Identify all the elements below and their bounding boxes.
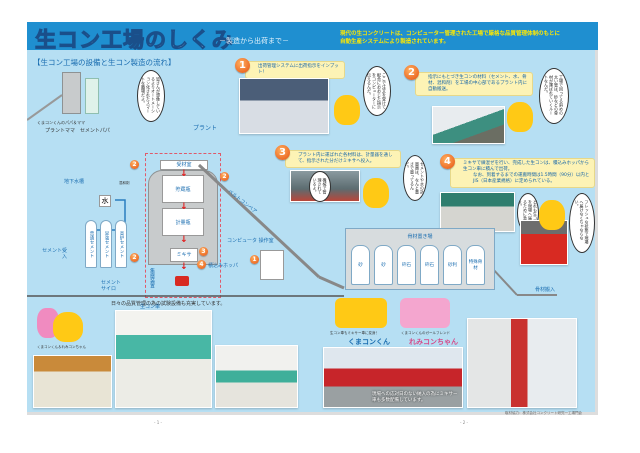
step3-badge: 3	[275, 145, 290, 160]
silo-conveyor	[27, 94, 63, 121]
test-equipment-caption: 日々の品質管理の為の試験設備も充実しています。	[111, 301, 226, 307]
cement-silo-label: セメントサイロ	[101, 280, 121, 292]
belt-conveyor-line	[318, 275, 345, 290]
test-equipment-photo	[115, 310, 212, 408]
trucks-caption: 現場への応対日のない納入の為にミキサー車も多数配備しています。	[372, 392, 458, 403]
remicon-caption: くまコンくんのガールフレンド	[401, 331, 450, 335]
mascots-caption: くまコンくん＆れみコンちゃん	[37, 345, 86, 349]
plant-boundary	[145, 153, 221, 298]
loading-photo	[440, 192, 515, 232]
step2-marker: 2	[220, 172, 229, 181]
cement-silos: 普通セメント 早強セメント 高炉セメント	[85, 220, 127, 268]
step2-marker: 2	[130, 160, 139, 169]
remicon-mixer-mascot	[400, 298, 450, 328]
step2-marker: 2	[130, 253, 139, 262]
aggregate-bin: 特殊骨材	[466, 245, 485, 285]
trucks-photo	[323, 347, 463, 408]
step4-caption: ミキサで練混ぜを行い、完成した生コンは、積込みホッパから生コン車に積んで出荷。な…	[450, 158, 595, 188]
diagram-lines	[27, 94, 557, 297]
flow-arrow-icon: ↓	[180, 262, 188, 272]
intro-line: 自動生産システムにより製造されています。	[340, 39, 450, 45]
cement-papa-label: セメントパパ	[80, 128, 110, 134]
plant-photo	[467, 318, 577, 408]
groundwater-label: 地下水槽	[64, 179, 85, 185]
aggregate-bin: 砕石	[397, 245, 416, 285]
truck-icon	[175, 276, 189, 286]
speech-bubble: セメントや水の計量器は、なんと重さで量ってるんだ。	[403, 155, 427, 201]
mascot-kumacon	[539, 200, 565, 230]
caption-text: ミキサで練混ぜを行い、完成した生コンは、積込みホッパから生コン車に積んで出荷。	[463, 161, 589, 172]
plant-mama-figure	[62, 72, 81, 114]
mascot-kumacon	[363, 178, 389, 208]
flow-arrow-icon: ↓	[180, 169, 188, 179]
speech-bubble: 機械で管理されているよ。	[309, 171, 331, 202]
page-number: - 1 -	[154, 420, 162, 425]
aggregate-bin: 砂	[351, 245, 370, 285]
control-room-photo	[239, 78, 329, 134]
aggregate-bins: 砂 砂 砕石 砕石 砂利 特殊骨材	[351, 245, 494, 285]
flow-arrow-icon: ↓	[180, 202, 188, 212]
hopper-label: 積込みホッパ	[208, 263, 239, 269]
flow-arrow-icon: ↓	[180, 235, 188, 245]
step1-marker: 1	[250, 255, 259, 264]
receiving-room: 受材室	[160, 160, 208, 170]
mascot-kumacon	[507, 102, 533, 132]
cement-intake-label: セメント受入	[42, 248, 67, 260]
plant-mama-label: プラントママ	[45, 128, 76, 134]
parents-caption: くまコンくんのパパ＆ママ	[37, 120, 85, 125]
page-subtitle: －製造から出荷まで－	[219, 37, 289, 45]
mixer: ミキサ	[170, 248, 198, 262]
control-room-building	[260, 250, 284, 280]
truck-label: 生コン車	[140, 304, 161, 310]
kumacon-name: くまコンくん	[348, 338, 390, 346]
test-equipment-photo	[215, 345, 298, 408]
cement-silo: 早強セメント	[100, 220, 112, 268]
cement-silo: 高炉セメント	[115, 220, 127, 268]
speech-bubble: 皆さんが想像しているよりオートメーション化されたスマートな職場だよ。	[137, 70, 165, 122]
page-number: - 2 -	[460, 420, 468, 425]
speech-bubble: ここで注文を受けて配合におおじた指示をコンピューターに伝えるんだ。	[363, 66, 391, 116]
aggregate-bin: 砂	[374, 245, 393, 285]
section-title: 【生コン工場の設備と生コン製造の流れ】	[33, 58, 176, 67]
aggregate-bin: 砂利	[443, 245, 462, 285]
storage-bin: 貯蔵瓶	[162, 175, 204, 203]
kumacon-caption: 生コン車もミキサー車に変身！	[330, 331, 379, 335]
cement-papa-figure	[85, 78, 99, 114]
belt-conveyor-line	[197, 163, 321, 279]
credit-text: 取材協力：株式会社コンクリート研究一工場門倉	[505, 411, 582, 415]
remicon-name: れみコンちゃん	[409, 338, 458, 346]
conveyor-photo	[432, 106, 505, 144]
dust-collector-label: 集塵装置	[149, 268, 155, 288]
speech-bubble: フレッシュな状態で現場へ届けなくちゃならない。	[569, 193, 595, 253]
mascot-kumacon	[334, 95, 360, 125]
kumacon-mixer-mascot	[335, 298, 387, 328]
mascot-kumacon	[53, 312, 83, 342]
step2-caption: 指示にもとづき生コンの材料（セメント、水、骨材、混和剤）を工場の中心部であるプラ…	[415, 72, 533, 96]
intro-line: 現代の生コンクリートは、コンピューター管理された工場で厳格な品質管理体制のもとに	[340, 31, 560, 37]
intro-text: 現代の生コンクリートは、コンピューター管理された工場で厳格な品質管理体制のもとに…	[340, 30, 560, 46]
content-area: 【生コン工場の設備と生コン製造の流れ】 出荷管理システムに出荷指示をインプット！…	[27, 50, 598, 415]
plant-label: プラント	[193, 125, 218, 132]
cement-silo: 普通セメント	[85, 220, 97, 268]
step4-marker: 4	[197, 260, 206, 269]
admixture-label: 混和剤	[119, 181, 130, 185]
step1-badge: 1	[235, 58, 250, 73]
aggregate-yard: 骨材置き場 砂 砂 砕石 砕石 砂利 特殊骨材	[345, 228, 495, 290]
speech-bubble: 工場で回ってる斜めの太い管は、砂などの骨材が運ばれていくルートなんだ。	[539, 68, 569, 124]
step3-marker: 3	[199, 247, 208, 256]
weighing-bin: 計量瓶	[162, 208, 204, 236]
step2-badge: 2	[404, 65, 419, 80]
page-title: 生コン工場のしくみ	[35, 28, 234, 53]
test-equipment-photo	[33, 355, 112, 408]
header-bar: 生コン工場のしくみ －製造から出荷まで－ 現代の生コンクリートは、コンピューター…	[27, 22, 598, 53]
control-room-label: コンピュータ 操作室	[227, 238, 274, 244]
water-tank: 水	[99, 195, 111, 207]
aggregate-bin: 砕石	[420, 245, 439, 285]
step4-badge: 4	[440, 154, 455, 169]
aggregate-intake-label: 骨材搬入	[535, 287, 556, 293]
aggregate-intake-line	[491, 267, 518, 296]
aggregate-yard-label: 骨材置き場	[407, 234, 433, 240]
caption-note: なお、到着するまでの運搬時間は1.5時間（90分）以内とJIS（日本産業規格）に…	[473, 173, 590, 184]
